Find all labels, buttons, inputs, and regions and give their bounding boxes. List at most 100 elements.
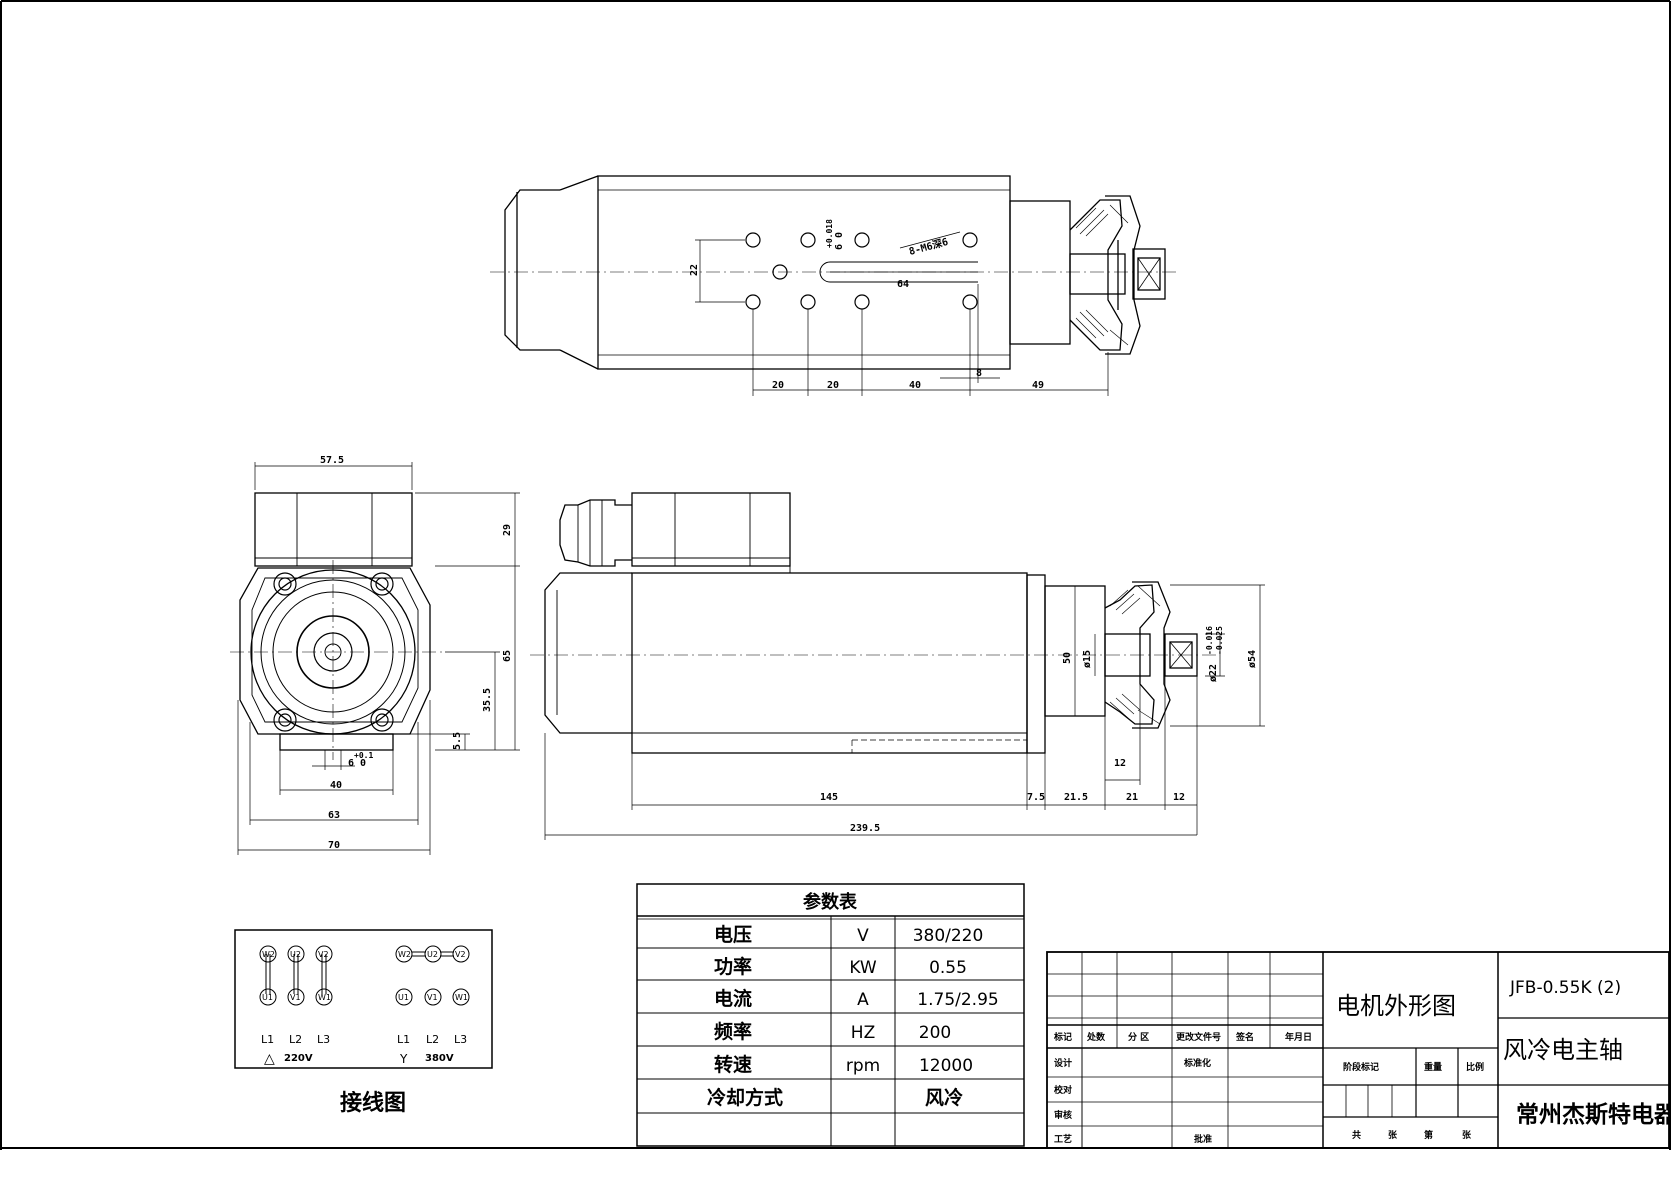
dim-end-70: 70: [328, 840, 340, 851]
label-v2-star: V2: [455, 950, 466, 959]
param-name-cooling: 冷却方式: [707, 1086, 783, 1109]
tb-weight: 重量: [1424, 1061, 1442, 1073]
title-block-text: 标记 处数 分 区 更改文件号 签名 年月日 设计 标准化 校对 审核 工艺 批…: [1053, 978, 1671, 1145]
star-connection: [395, 945, 470, 1006]
label-l2-star: L2: [426, 1033, 439, 1046]
terminal-w2-star: [395, 945, 413, 963]
dim-top-8: 8: [976, 368, 982, 379]
param-value-current: 1.75/2.95: [917, 990, 998, 1010]
param-name-frequency: 频率: [714, 1020, 752, 1043]
param-unit-current: A: [857, 990, 869, 1010]
dim-side-21-5: 21.5: [1064, 792, 1088, 803]
terminal-u2-star: [424, 945, 442, 963]
wiring-diagram: [234, 929, 493, 1069]
param-value-cooling: 风冷: [925, 1086, 963, 1109]
dim-top-64: 64: [897, 279, 909, 290]
dim-top-tol-base: 6 0: [834, 232, 845, 250]
terminal-w2-delta: [259, 945, 277, 963]
dim-end-63: 63: [328, 810, 340, 821]
param-value-voltage: 380/220: [913, 926, 984, 946]
label-u2-star: U2: [427, 950, 438, 959]
dim-top-tol: +0.018: [825, 219, 834, 248]
dim-end-tol: +0.1: [354, 751, 373, 760]
label-v2-delta: V2: [318, 950, 329, 959]
dim-end-40: 40: [330, 780, 342, 791]
dim-end-5-5: 5.5: [452, 732, 463, 750]
label-w2-delta: W2: [262, 950, 275, 959]
tb-review: 审核: [1054, 1109, 1072, 1121]
param-value-power: 0.55: [929, 958, 967, 978]
tb-page: 第: [1424, 1129, 1433, 1141]
tb-sign: 签名: [1235, 1031, 1254, 1043]
dim-side-21: 21: [1126, 792, 1138, 803]
param-unit-voltage: V: [857, 926, 869, 946]
dim-side-50: 50: [1062, 652, 1073, 664]
param-value-speed: 12000: [919, 1056, 973, 1076]
param-value-frequency: 200: [919, 1023, 951, 1043]
wiring-caption: 接线图: [340, 1090, 406, 1116]
delta-connection: [259, 945, 333, 1006]
param-unit-frequency: HZ: [851, 1023, 875, 1043]
dim-top-40: 40: [909, 380, 921, 391]
terminal-v2-delta: [315, 945, 333, 963]
tb-stage: 阶段标记: [1343, 1061, 1379, 1073]
tb-mark: 标记: [1053, 1031, 1072, 1043]
tb-design: 设计: [1054, 1057, 1072, 1069]
label-u1-delta: U1: [262, 993, 273, 1002]
tb-total: 共: [1352, 1129, 1361, 1141]
tb-change-doc: 更改文件号: [1176, 1031, 1221, 1043]
label-l3-star: L3: [454, 1033, 467, 1046]
side-view-dims: 145 7.5 21.5 21 12 12 239.5 50 ø15 ø22 -…: [820, 626, 1258, 834]
tb-total-sheet: 张: [1388, 1129, 1398, 1141]
param-table-text: 参数表 电压 V 380/220 功率 KW 0.55 电流 A 1.75/2.…: [707, 891, 999, 1109]
param-table-title: 参数表: [803, 891, 858, 913]
terminal-w1-delta: [315, 988, 333, 1006]
dim-top-20a: 20: [772, 380, 784, 391]
label-l1-star: L1: [397, 1033, 410, 1046]
end-view: [230, 462, 520, 855]
dim-end-57-5: 57.5: [320, 455, 344, 466]
sheet-border: [0, 0, 1671, 1150]
delta-voltage: 220V: [284, 1053, 313, 1064]
param-table: [636, 883, 1025, 1147]
dim-side-15: ø15: [1082, 650, 1093, 668]
param-name-voltage: 电压: [714, 923, 752, 946]
param-unit-speed: rpm: [846, 1056, 880, 1076]
model-number: JFB-0.55K (2): [1509, 978, 1621, 998]
label-l3-delta: L3: [317, 1033, 330, 1046]
product-name: 风冷电主轴: [1503, 1036, 1623, 1064]
end-view-dims: 57.5 29 65 35.5 5.5 +0.1 6 0 40 63 70: [320, 455, 513, 851]
label-u1-star: U1: [398, 993, 409, 1002]
terminal-v1-star: [424, 988, 442, 1006]
label-l1-delta: L1: [261, 1033, 274, 1046]
label-v1-star: V1: [427, 993, 438, 1002]
tb-scale: 比例: [1466, 1061, 1484, 1073]
callout-m6: 8-M6深6: [907, 235, 949, 258]
dim-side-54: ø54: [1247, 650, 1258, 668]
label-v1-delta: V1: [290, 993, 301, 1002]
dim-side-total: 239.5: [850, 823, 880, 834]
dim-side-12b: 12: [1173, 792, 1185, 803]
label-w2-star: W2: [398, 950, 411, 959]
tb-approve: 批准: [1194, 1133, 1212, 1145]
dim-side-22: ø22: [1208, 664, 1219, 682]
label-u2-delta: U2: [290, 950, 301, 959]
terminal-u1-star: [395, 988, 413, 1006]
terminal-v1-delta: [287, 988, 305, 1006]
dim-end-29: 29: [502, 524, 513, 536]
param-name-current: 电流: [714, 987, 752, 1010]
dim-side-145: 145: [820, 792, 838, 803]
dim-side-tol22b: -0.025: [1215, 626, 1224, 655]
dim-top-22: 22: [689, 264, 700, 276]
tb-date: 年月日: [1285, 1031, 1312, 1043]
tb-page-sheet: 张: [1462, 1129, 1472, 1141]
dim-top-20b: 20: [827, 380, 839, 391]
dim-end-35-5: 35.5: [482, 688, 493, 712]
terminal-w1-star: [452, 988, 470, 1006]
dim-side-7-5: 7.5: [1027, 792, 1045, 803]
side-view: [530, 492, 1265, 840]
dim-end-65: 65: [502, 650, 513, 662]
param-unit-power: KW: [849, 958, 877, 978]
star-symbol: Y: [399, 1052, 408, 1066]
